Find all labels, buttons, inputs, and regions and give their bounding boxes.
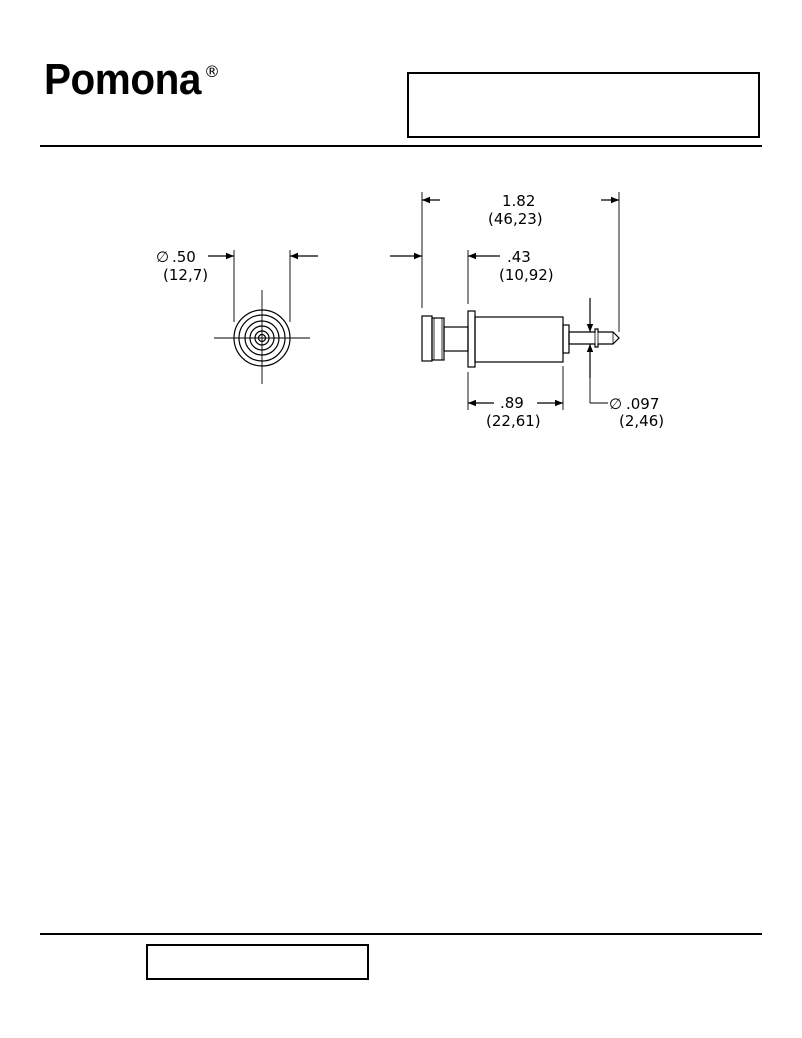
pin-diameter-in: .097 (626, 395, 659, 413)
side-view-body (474, 316, 564, 363)
side-view (390, 192, 620, 410)
flange-length-in: .43 (507, 248, 531, 266)
footer-box (146, 944, 369, 980)
pomona-logo: Pomona (44, 55, 201, 104)
side-view-rear-cap (421, 315, 433, 362)
body-length-mm: (22,61) (486, 412, 541, 430)
overall-length-in: 1.82 (502, 192, 535, 210)
title-box (407, 72, 760, 138)
end-view-diameter-mm: (12,7) (163, 266, 208, 284)
pin-diameter-symbol: ∅ (609, 395, 622, 413)
end-view (208, 250, 318, 384)
registered-mark: ® (204, 62, 220, 81)
footer-rule (40, 933, 762, 935)
side-view-body-nose (562, 324, 570, 354)
side-view-shaft (443, 326, 469, 352)
pin-diameter-mm: (2,46) (619, 412, 664, 430)
body-length-in: .89 (500, 394, 524, 412)
side-view-plug-pin (568, 328, 620, 348)
flange-length-mm: (10,92) (499, 266, 554, 284)
side-view-flange (467, 310, 476, 368)
end-view-diameter-symbol: ∅ (156, 248, 169, 266)
end-view-diameter-in: .50 (172, 248, 196, 266)
header-rule (40, 145, 762, 147)
overall-length-mm: (46,23) (488, 210, 543, 228)
